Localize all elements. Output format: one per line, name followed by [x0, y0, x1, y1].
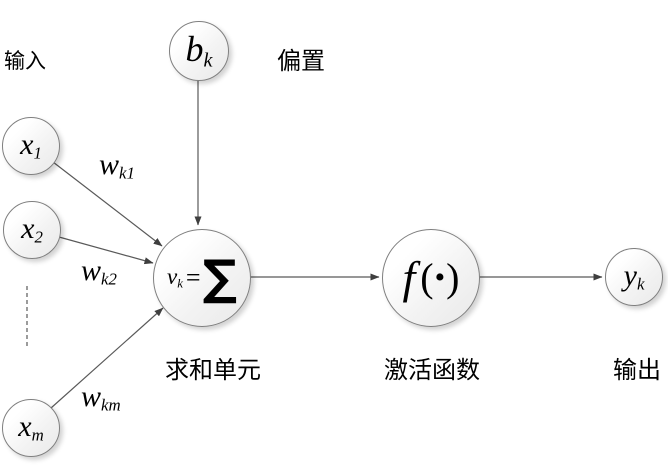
dot-symbol: •: [434, 261, 446, 294]
edge-x1-to-sum: [52, 161, 163, 247]
weight-label-wk2: wk2: [81, 254, 117, 289]
node-yk-label: yk: [623, 258, 645, 294]
weight-label-wkm: wkm: [81, 380, 121, 415]
node-xm: xm: [2, 399, 60, 457]
sigma-symbol: ∑: [202, 249, 238, 306]
output-label: 输出: [613, 356, 661, 384]
node-x1: x1: [2, 117, 60, 175]
activation-formula: f ( • ): [402, 252, 460, 303]
node-bk: bk: [169, 21, 229, 81]
edge-x2-to-sum: [58, 236, 154, 265]
summation-formula: vk = ∑: [166, 249, 238, 306]
summation-unit-label: 求和单元: [165, 356, 261, 384]
node-x2: x2: [3, 201, 61, 259]
edge-xm-to-sum: [50, 307, 164, 409]
activation-function-label: 激活函数: [384, 356, 480, 384]
node-activation: f ( • ): [382, 229, 480, 327]
node-yk: yk: [605, 248, 663, 306]
node-xm-label: xm: [18, 409, 44, 445]
input-section-label: 输入: [4, 49, 46, 73]
node-x2-label: x2: [21, 211, 43, 247]
node-x1-label: x1: [20, 127, 42, 163]
node-bk-label: bk: [185, 29, 213, 72]
bias-label: 偏置: [277, 47, 325, 75]
node-summation: vk = ∑: [153, 229, 251, 327]
weight-label-wk1: wk1: [99, 148, 135, 183]
